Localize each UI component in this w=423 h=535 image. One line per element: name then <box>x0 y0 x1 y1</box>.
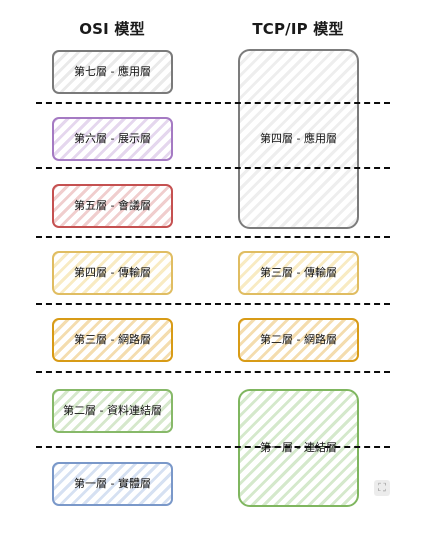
tcp-layer-4-label: 第四層 - 應用層 <box>260 132 337 146</box>
tcp-layer-2: 第二層 - 網路層 <box>238 318 359 362</box>
osi-layer-1-label: 第一層 - 實體層 <box>74 477 151 491</box>
expand-icon: ⛶ <box>374 480 390 496</box>
separator-3 <box>36 236 390 238</box>
separator-5 <box>36 371 390 373</box>
separator-4 <box>36 303 390 305</box>
osi-layer-5-label: 第五層 - 會議層 <box>74 199 151 213</box>
osi-layer-7-label: 第七層 - 應用層 <box>74 65 151 79</box>
separator-1 <box>36 102 390 104</box>
osi-layer-5: 第五層 - 會議層 <box>52 184 173 228</box>
separator-6 <box>36 446 390 448</box>
osi-layer-2-label: 第二層 - 資料連結層 <box>63 404 162 418</box>
tcp-ip-model-title: TCP/IP 模型 <box>252 20 344 38</box>
osi-layer-1: 第一層 - 實體層 <box>52 462 173 506</box>
tcp-layer-4: 第四層 - 應用層 <box>238 49 359 229</box>
osi-layer-7: 第七層 - 應用層 <box>52 50 173 94</box>
tcp-layer-2-label: 第二層 - 網路層 <box>260 333 337 347</box>
separator-2 <box>36 167 390 169</box>
osi-layer-4: 第四層 - 傳輸層 <box>52 251 173 295</box>
osi-layer-2: 第二層 - 資料連結層 <box>52 389 173 433</box>
osi-layer-6: 第六層 - 展示層 <box>52 117 173 161</box>
osi-layer-3-label: 第三層 - 網路層 <box>74 333 151 347</box>
osi-layer-6-label: 第六層 - 展示層 <box>74 132 151 146</box>
osi-layer-3: 第三層 - 網路層 <box>52 318 173 362</box>
tcp-layer-1: 第一層 - 連結層 <box>238 389 359 507</box>
osi-layer-4-label: 第四層 - 傳輸層 <box>74 266 151 280</box>
osi-model-title: OSI 模型 <box>79 20 145 38</box>
tcp-layer-3-label: 第三層 - 傳輸層 <box>260 266 337 280</box>
tcp-layer-3: 第三層 - 傳輸層 <box>238 251 359 295</box>
tcp-layer-1-label: 第一層 - 連結層 <box>260 441 337 455</box>
